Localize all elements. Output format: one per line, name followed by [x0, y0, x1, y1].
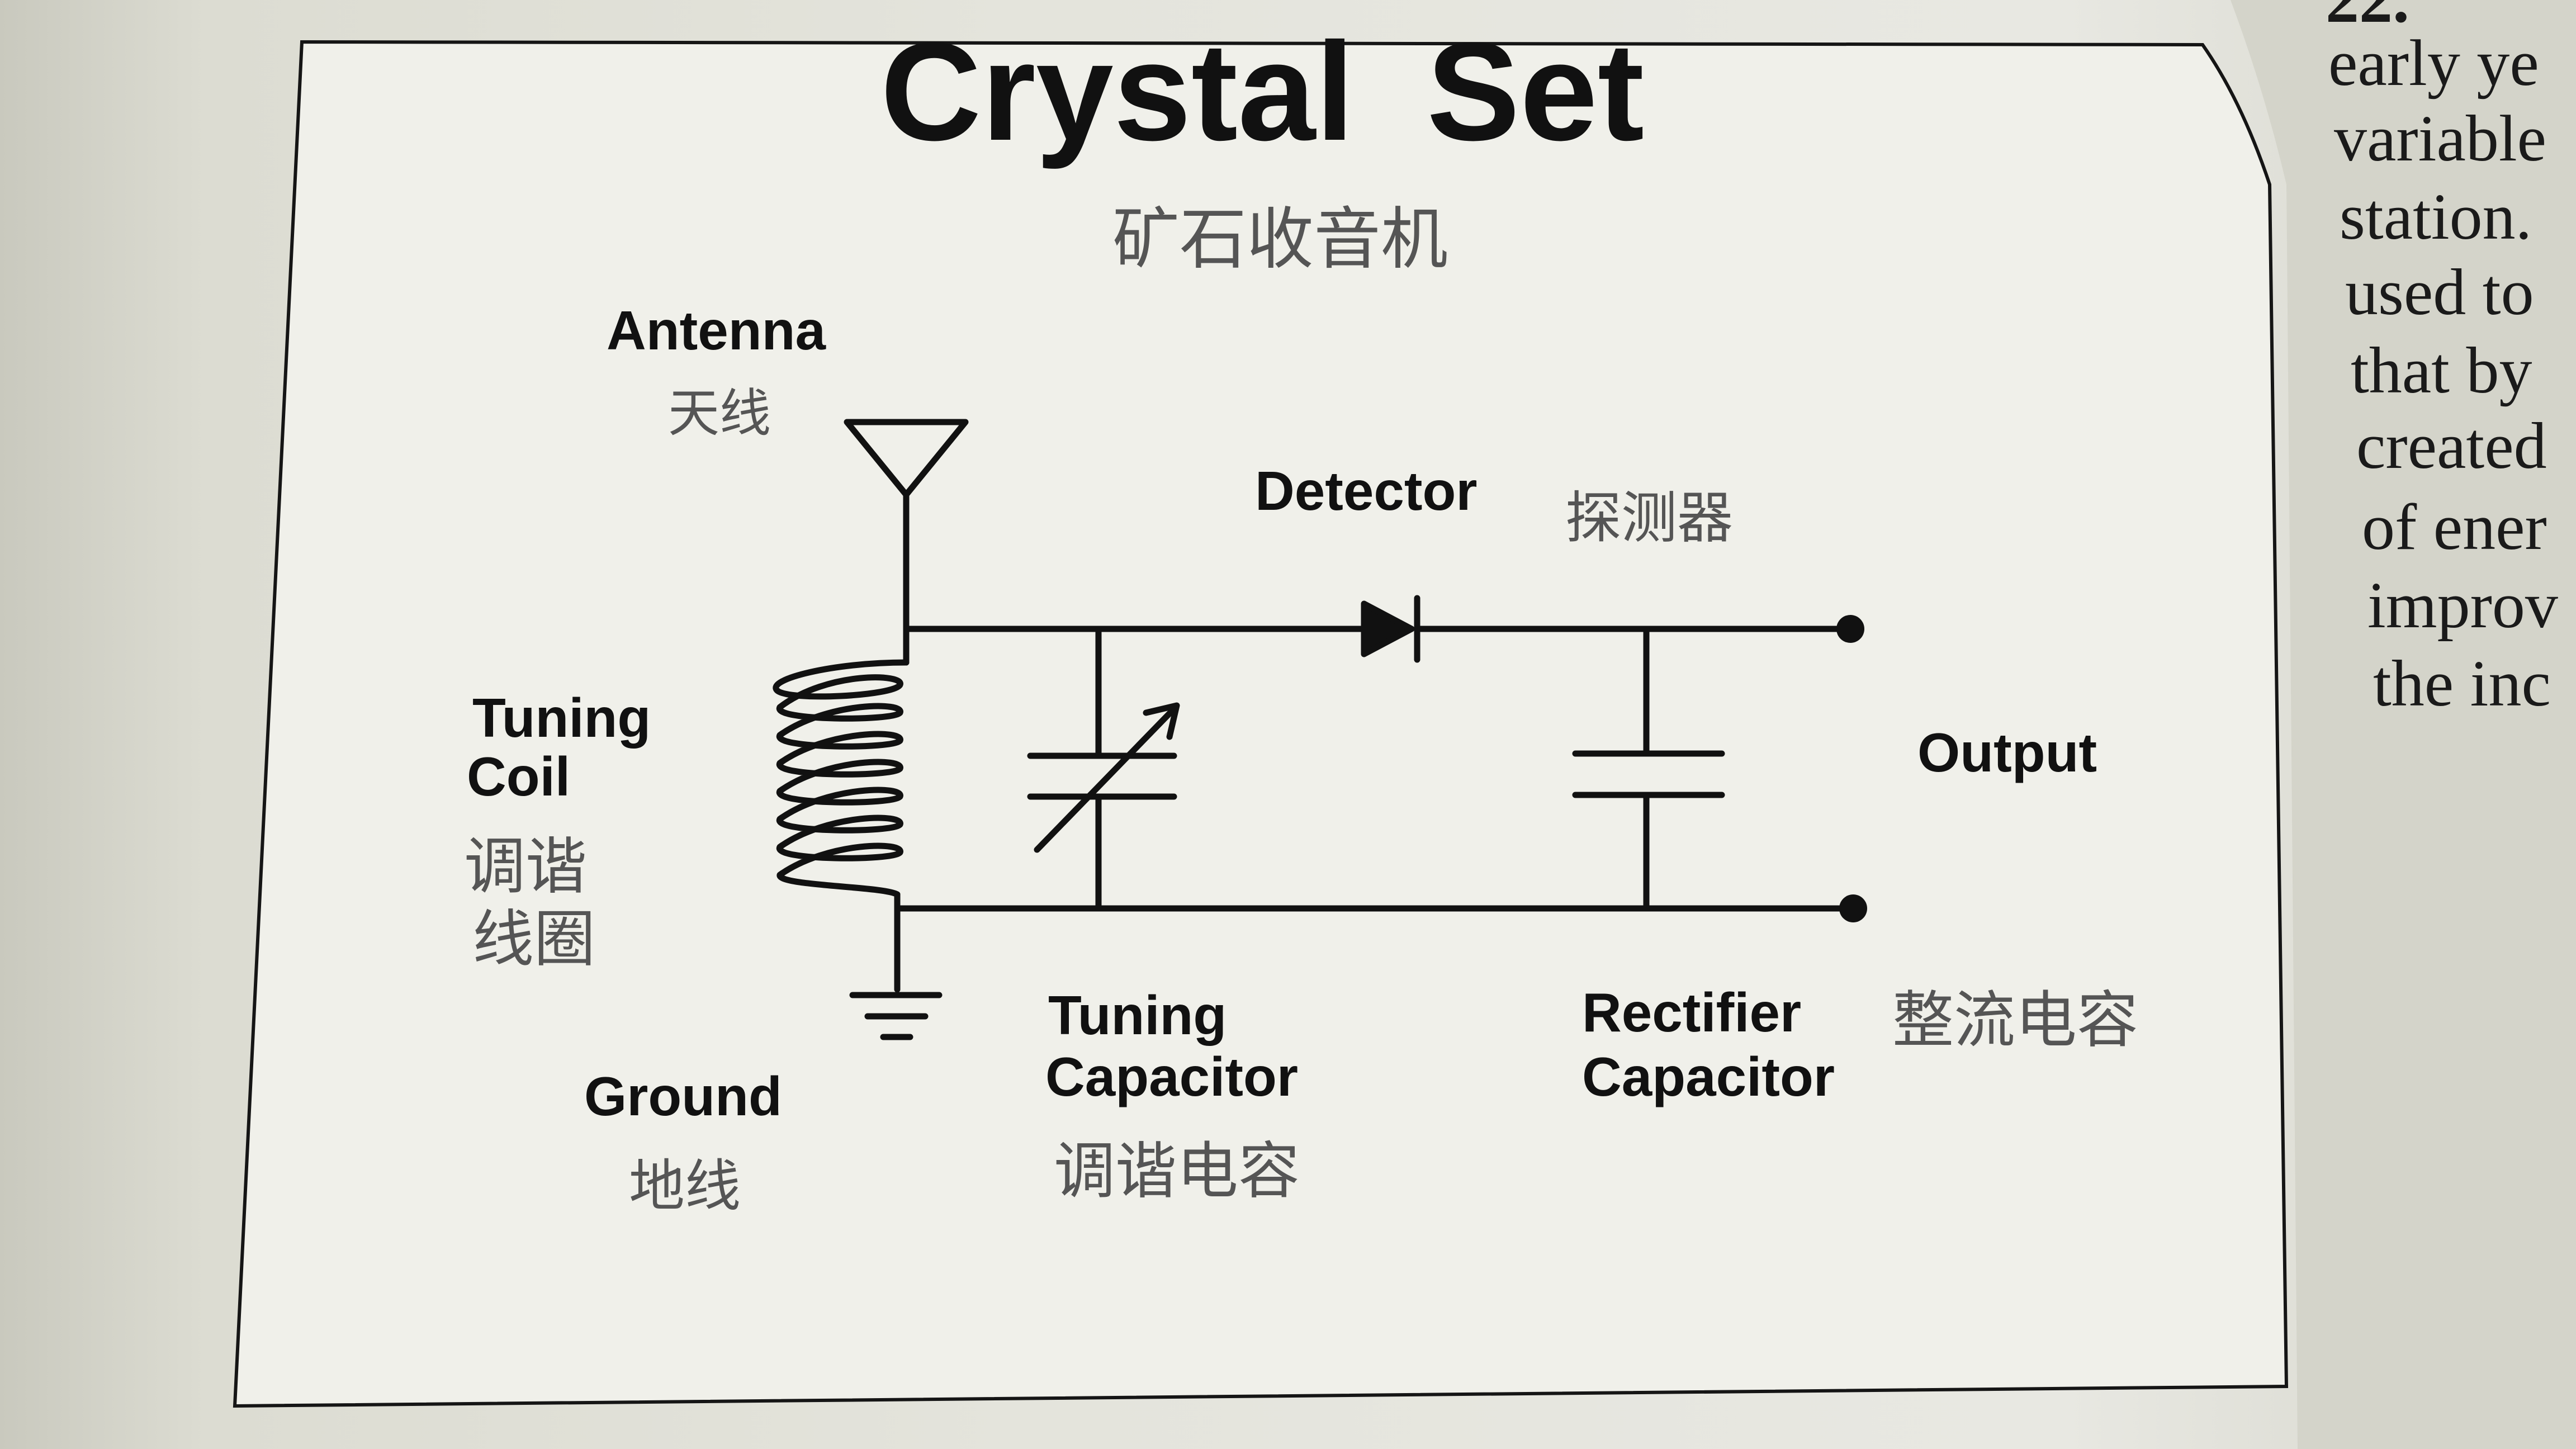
output-label: Output	[1917, 722, 2097, 783]
diode-symbol	[1361, 600, 1415, 657]
detector-handwritten: 探测器	[1565, 485, 1733, 551]
tuning-capacitor-handwritten: 调谐电容	[1054, 1135, 1300, 1207]
rectifier-capacitor-label-2: Capacitor	[1582, 1046, 1835, 1107]
antenna-symbol	[844, 419, 969, 498]
ground-handwritten: 地线	[629, 1153, 741, 1219]
facing-page-line-0: 22.	[2326, 0, 2409, 38]
ground-label: Ground	[584, 1066, 782, 1127]
facing-page-line-2: variable	[2334, 102, 2546, 175]
facing-page-line-5: that by	[2351, 334, 2532, 407]
diagram-title-handwritten: 矿石收音机	[1112, 201, 1448, 278]
tuning-coil-symbol	[773, 659, 910, 898]
facing-page-line-8: improv	[2367, 569, 2558, 642]
antenna-handwritten: 天线	[668, 383, 771, 443]
facing-page-line-3: station.	[2340, 180, 2532, 253]
output-terminal-bottom	[1839, 894, 1867, 922]
facing-page-line-9: the inc	[2373, 647, 2551, 720]
diagram-title: Crystal Set	[880, 13, 1645, 169]
output-terminal-top	[1836, 615, 1864, 643]
rectifier-capacitor-handwritten: 整流电容	[1892, 984, 2138, 1056]
tuning-coil-label-2: Coil	[467, 746, 571, 807]
tuning-coil-handwritten-1: 调谐	[464, 831, 587, 902]
facing-page-line-1: early ye	[2328, 26, 2539, 100]
tuning-cap-arrowhead	[1143, 702, 1180, 740]
facing-page-line-4: used to	[2345, 255, 2534, 329]
detector-label: Detector	[1255, 460, 1478, 522]
tuning-capacitor-label-2: Capacitor	[1045, 1046, 1299, 1107]
rectifier-capacitor-label-1: Rectifier	[1582, 982, 1802, 1043]
antenna-label: Antenna	[607, 300, 826, 361]
tuning-coil-label-1: Tuning	[472, 687, 651, 749]
facing-page-line-7: of ener	[2362, 490, 2547, 564]
tuning-capacitor-label-1: Tuning	[1048, 984, 1227, 1046]
tuning-coil-handwritten-2: 线圈	[472, 903, 595, 975]
facing-page-line-6: created	[2356, 409, 2547, 482]
tuning-cap-arrow-shaft	[1034, 705, 1177, 853]
